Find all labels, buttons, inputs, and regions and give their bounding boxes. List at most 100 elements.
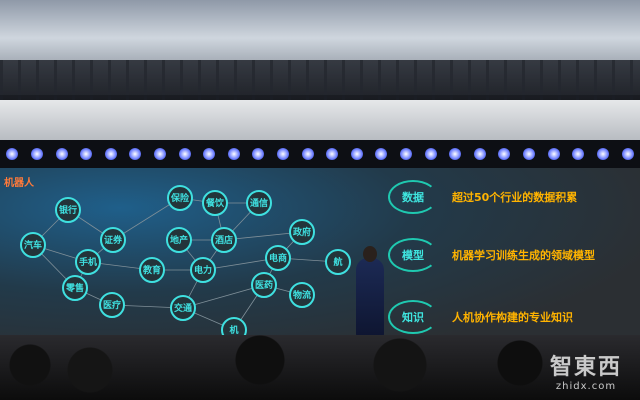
- stage-lamp: [400, 148, 413, 160]
- feature-badge: 知识: [388, 300, 438, 334]
- node-circle: [55, 197, 81, 223]
- node-label: 交通: [174, 302, 192, 314]
- feature-text: 机器学习训练生成的领域模型: [452, 249, 595, 262]
- network-edge: [112, 197, 181, 241]
- stage-lamp: [596, 148, 609, 160]
- watermark-brand: 智東西: [549, 355, 622, 380]
- node-label: 教育: [142, 264, 161, 276]
- network-node: 通信: [246, 190, 272, 216]
- audience: [0, 335, 640, 400]
- stage-lamp: [350, 148, 363, 160]
- network-node: 航: [325, 249, 351, 275]
- stage-lamp: [523, 148, 536, 160]
- node-circle: [246, 190, 272, 216]
- stage-lamp: [30, 148, 43, 160]
- node-circle: [265, 245, 291, 271]
- stage-lamp: [326, 148, 339, 160]
- node-label: 通信: [250, 197, 268, 209]
- node-circle: [75, 249, 101, 275]
- network-node: 证券: [100, 227, 126, 253]
- stage-lamp: [375, 148, 388, 160]
- watermark: 智東西 zhidx.com: [550, 349, 622, 392]
- network-node: 医药: [251, 272, 277, 298]
- stage-lamp: [572, 148, 585, 160]
- network-node: 电力: [190, 257, 216, 283]
- node-label: 手机: [79, 256, 97, 268]
- slide-logo: 机器人: [4, 178, 34, 189]
- feature-text: 人机协作构建的专业知识: [452, 311, 573, 324]
- stage-lamp: [203, 148, 216, 160]
- stage-lamp: [473, 148, 486, 160]
- network-node: 物流: [289, 282, 315, 308]
- speaker: [356, 246, 384, 338]
- network-node: 政府: [289, 219, 315, 245]
- stage-lamp: [277, 148, 289, 160]
- node-label: 银行: [59, 204, 77, 216]
- stage-lights: [0, 140, 640, 168]
- network-node: 保险: [167, 185, 193, 211]
- network-node: 地产: [166, 227, 192, 253]
- network-node: 电商: [265, 245, 291, 271]
- node-label: 医药: [255, 279, 273, 291]
- node-label: 机: [229, 324, 238, 336]
- node-circle: [20, 232, 46, 258]
- node-label: 电力: [194, 264, 212, 276]
- stage-lamp: [424, 148, 437, 160]
- node-label: 零售: [65, 282, 84, 294]
- network-node: 医疗: [99, 292, 125, 318]
- node-circle: [167, 185, 193, 211]
- presentation-screen: 银行汽车 证券手机零售医疗 保险 餐饮 通信地产 酒店教育 电力 政府电商医药物流交通机 航 机…: [0, 168, 640, 358]
- node-label: 餐饮: [205, 197, 225, 209]
- stage-lamp: [129, 148, 142, 160]
- feature-data: 数据 超过50个行业的数据积累: [388, 180, 577, 214]
- node-label: 医疗: [103, 299, 121, 311]
- feature-model: 模型 机器学习训练生成的领域模型: [388, 238, 595, 272]
- node-circle: [211, 227, 237, 253]
- node-circle: [289, 282, 315, 308]
- stage-lamp: [80, 148, 93, 160]
- stage-lamp: [498, 148, 511, 160]
- stage-lamp: [252, 148, 265, 160]
- stage-lamp: [227, 148, 240, 160]
- stage-lamp: [153, 148, 166, 160]
- node-circle: [190, 257, 216, 283]
- node-label: 物流: [293, 289, 311, 301]
- network-node: 酒店: [211, 227, 237, 253]
- watermark-domain: zhidx.com: [555, 381, 617, 392]
- stage-lamp: [547, 148, 560, 160]
- node-circle: [170, 295, 196, 321]
- feature-text: 超过50个行业的数据积累: [452, 191, 578, 204]
- feature-knowledge: 知识 人机协作构建的专业知识: [388, 300, 573, 334]
- node-circle: [166, 227, 192, 253]
- network-node: 零售: [62, 275, 88, 301]
- network-node: 银行: [55, 197, 81, 223]
- network-node: 餐饮: [202, 190, 228, 216]
- node-circle: [100, 227, 126, 253]
- node-label: 航: [333, 256, 342, 268]
- network-edge: [182, 284, 265, 309]
- node-circle: [99, 292, 125, 318]
- node-label: 汽车: [24, 239, 42, 251]
- network-node: 交通: [170, 295, 196, 321]
- stage-lamp: [621, 148, 634, 160]
- stage-lamp: [301, 148, 314, 160]
- network-node: 汽车: [20, 232, 46, 258]
- node-label: 地产: [170, 234, 188, 246]
- node-circle: [202, 190, 228, 216]
- node-label: 政府: [293, 226, 311, 238]
- node-label: 证券: [104, 234, 123, 246]
- stage-lamp: [178, 148, 191, 160]
- feature-badge: 数据: [388, 180, 438, 214]
- stage-lamp: [449, 148, 462, 160]
- stage-lamp: [104, 148, 117, 160]
- node-circle: [325, 249, 351, 275]
- feature-badge: 模型: [388, 238, 438, 272]
- node-label: 保险: [170, 192, 190, 204]
- stage-drape: [0, 100, 640, 140]
- network-node: 教育: [139, 257, 165, 283]
- network-edge: [223, 231, 303, 241]
- node-circle: [289, 219, 315, 245]
- node-circle: [62, 275, 88, 301]
- node-circle: [251, 272, 277, 298]
- node-circle: [139, 257, 165, 283]
